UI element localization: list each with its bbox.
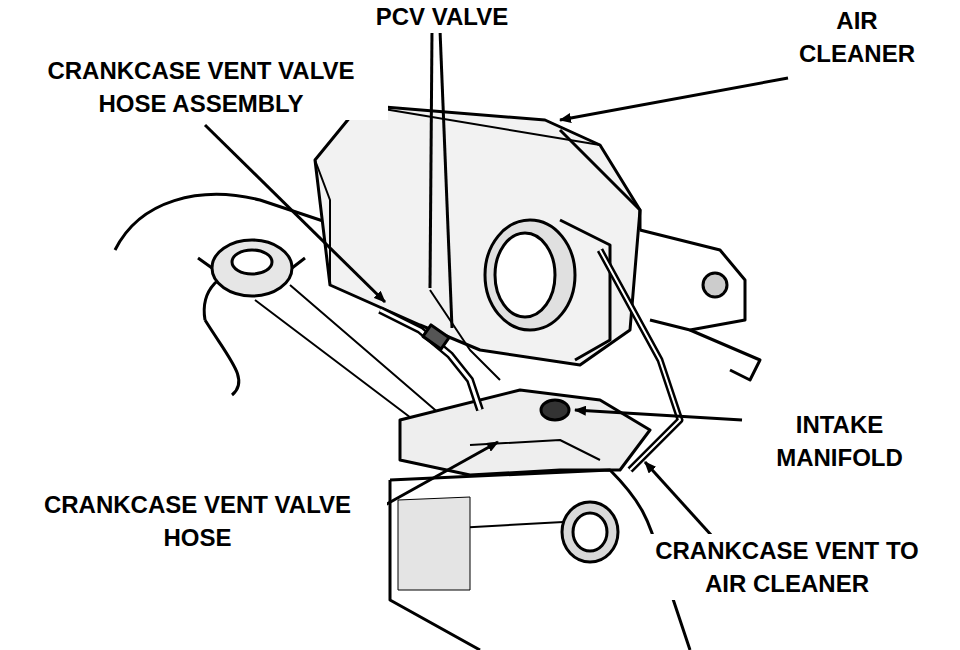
part-label: CRANKCASE VENT VALVE HOSE: [8, 488, 387, 554]
part-label: CRANKCASE VENT VALVE HOSE ASSEMBLY: [14, 54, 388, 120]
part-label: PCV VALVE: [350, 0, 534, 33]
part-label: AIR CLEANER: [785, 4, 929, 70]
part-label: CRANKCASE VENT TO AIR CLEANER: [640, 534, 934, 600]
part-label: INTAKE MANIFOLD: [745, 408, 934, 474]
